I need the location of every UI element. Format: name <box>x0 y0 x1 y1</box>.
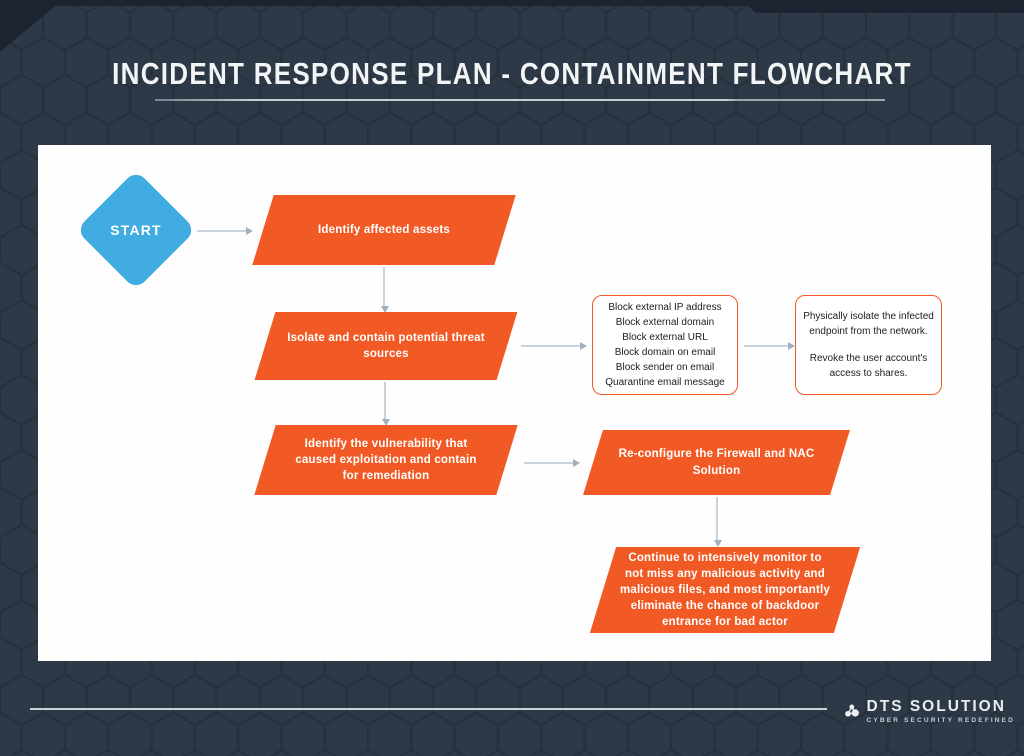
note-line: Block domain on email <box>614 347 716 358</box>
note-containment-actions: Block external IP address Block external… <box>592 295 738 395</box>
step-label: Continue to intensively monitor to not m… <box>620 551 830 629</box>
flowchart-step-identify-vulnerability: Identify the vulnerability that caused e… <box>252 425 520 495</box>
flowchart-step-reconfigure: Re-configure the Firewall and NAC Soluti… <box>580 430 853 495</box>
footer-divider-line <box>30 708 827 710</box>
title-underline <box>155 99 885 101</box>
arrow-start-to-step1 <box>197 227 253 235</box>
top-edge-decoration <box>0 0 1024 52</box>
molecule-icon <box>845 704 859 717</box>
page-title-text: INCIDENT RESPONSE PLAN - CONTAINMENT FLO… <box>112 56 912 91</box>
step-label: Identify affected assets <box>318 223 450 236</box>
note-line: Block external domain <box>615 317 715 328</box>
start-label: START <box>110 222 162 238</box>
brand-text-block: DTS SOLUTION CYBER SECURITY REDEFINED <box>867 698 1015 723</box>
flowchart-step-monitor: Continue to intensively monitor to not m… <box>590 547 860 633</box>
note-line: Block external URL <box>622 332 708 343</box>
step-label: Isolate and contain potential threat sou… <box>287 331 485 360</box>
step-label: Identify the vulnerability that caused e… <box>295 437 477 483</box>
step-label: Re-configure the Firewall and NAC Soluti… <box>618 448 815 477</box>
brand-name: DTS SOLUTION <box>866 698 1006 716</box>
brand-logo: DTS SOLUTION CYBER SECURITY REDEFINED <box>845 686 1015 736</box>
page-title: INCIDENT RESPONSE PLAN - CONTAINMENT FLO… <box>0 56 1024 92</box>
arrow-note1-to-note2 <box>744 342 795 350</box>
flowchart-step-identify-assets: Identify affected assets <box>250 195 518 265</box>
brand-tagline: CYBER SECURITY REDEFINED <box>866 716 1015 724</box>
arrow-step2-to-note1 <box>521 342 587 350</box>
flowchart-step-isolate-contain: Isolate and contain potential threat sou… <box>252 312 520 380</box>
note-line: Quarantine email message <box>605 377 725 388</box>
note-paragraph: Physically isolate the infected endpoint… <box>803 311 934 337</box>
note-line: Block external IP address <box>608 302 722 313</box>
note-isolation-actions: Physically isolate the infected endpoint… <box>795 295 942 395</box>
arrow-step4-to-step5 <box>714 497 722 547</box>
arrow-step3-to-step4 <box>524 459 580 467</box>
arrow-step1-to-step2 <box>381 267 389 313</box>
flowchart-card: START Identify affected assets Isolate a… <box>38 145 991 661</box>
flowchart-start-node: START <box>75 169 197 291</box>
arrow-step2-to-step3 <box>382 382 390 426</box>
note-line: Block sender on email <box>615 362 715 373</box>
note-paragraph: Revoke the user account's access to shar… <box>809 353 928 379</box>
